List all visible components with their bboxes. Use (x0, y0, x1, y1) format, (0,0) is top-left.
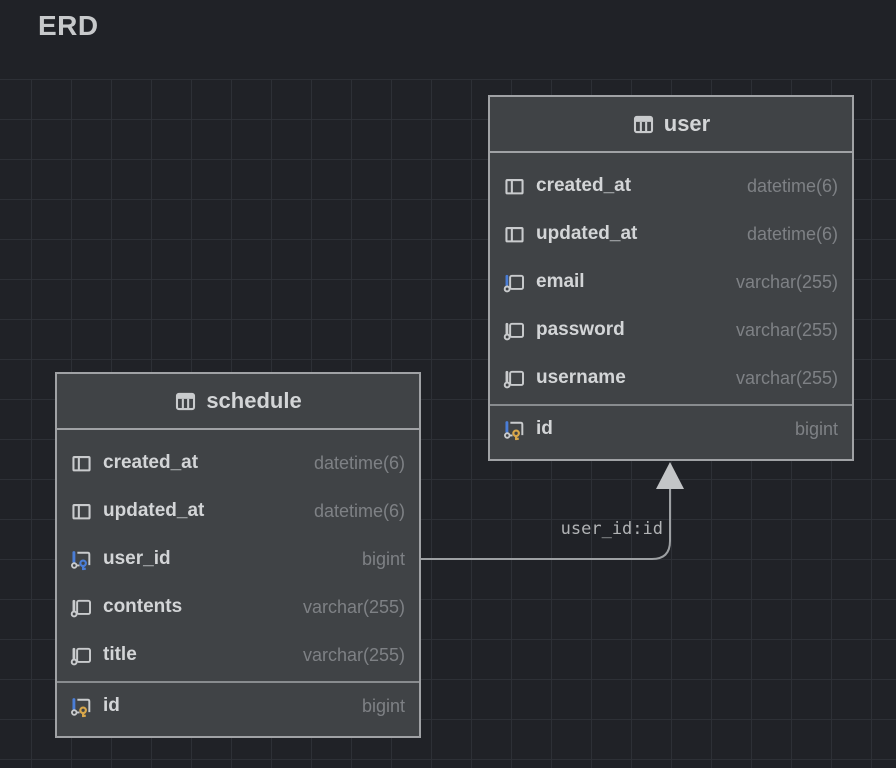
column-icon (501, 223, 528, 246)
entity-table-title: schedule (206, 388, 302, 413)
entity-table-header[interactable]: schedule (57, 374, 419, 430)
entity-table-schedule[interactable]: schedule created_at datetime(6) updated_… (55, 372, 421, 738)
entity-table-body: created_at datetime(6) updated_at dateti… (57, 430, 419, 729)
column-row-user-id[interactable]: id bigint (490, 404, 852, 452)
page-title: ERD (38, 10, 99, 41)
foreign-key-icon (68, 548, 95, 571)
column-row-user-username[interactable]: username varchar(255) (490, 354, 852, 402)
entity-table-header[interactable]: user (490, 97, 852, 153)
table-icon (174, 390, 197, 413)
indexed-column-icon (501, 367, 528, 390)
relationship-label: user_id:id (561, 519, 663, 539)
unique-indexed-column-icon (501, 271, 528, 294)
column-row-schedule-created_at[interactable]: created_at datetime(6) (57, 439, 419, 487)
column-row-schedule-user_id[interactable]: user_id bigint (57, 535, 419, 583)
column-row-schedule-title[interactable]: title varchar(255) (57, 631, 419, 679)
column-row-user-password[interactable]: password varchar(255) (490, 306, 852, 354)
entity-table-body: created_at datetime(6) updated_at dateti… (490, 153, 852, 452)
column-row-schedule-updated_at[interactable]: updated_at datetime(6) (57, 487, 419, 535)
entity-table-title: user (663, 111, 711, 136)
primary-key-icon (68, 695, 95, 718)
column-icon (68, 500, 95, 523)
indexed-column-icon (68, 596, 95, 619)
column-row-schedule-id[interactable]: id bigint (57, 681, 419, 729)
column-row-user-created_at[interactable]: created_at datetime(6) (490, 162, 852, 210)
column-icon (68, 452, 95, 475)
column-row-user-email[interactable]: email varchar(255) (490, 258, 852, 306)
indexed-column-icon (68, 644, 95, 667)
relationship-arrowhead (656, 462, 684, 489)
primary-key-icon (501, 418, 528, 441)
table-icon (632, 113, 655, 136)
relationship-edge[interactable]: user_id:id (419, 462, 684, 560)
column-icon (501, 175, 528, 198)
column-row-schedule-contents[interactable]: contents varchar(255) (57, 583, 419, 631)
entity-table-user[interactable]: user created_at datetime(6) updated_at d… (488, 95, 854, 461)
indexed-column-icon (501, 319, 528, 342)
column-row-user-updated_at[interactable]: updated_at datetime(6) (490, 210, 852, 258)
